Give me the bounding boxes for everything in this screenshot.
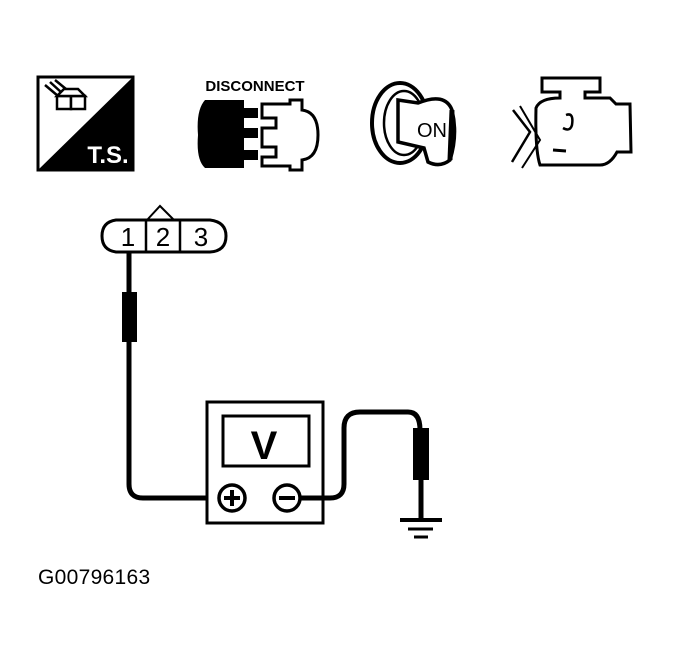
connector-pin-3: 3	[194, 222, 208, 252]
connector-pin-2: 2	[156, 222, 170, 252]
connector: 1 2 3	[100, 204, 228, 254]
svg-text:DISCONNECT: DISCONNECT	[205, 78, 304, 95]
figure-code: G00796163	[38, 566, 151, 589]
positive-test-lead	[122, 252, 222, 501]
ground-icon	[400, 518, 442, 539]
negative-test-lead	[300, 409, 429, 520]
meter-display: V	[251, 424, 278, 468]
svg-text:T.S.: T.S.	[87, 142, 128, 169]
voltmeter: V	[205, 400, 325, 525]
ignition-key-icon: ON	[370, 81, 457, 167]
engine-icon	[510, 76, 633, 169]
disconnect-icon: DISCONNECT	[197, 78, 320, 172]
svg-text:ON: ON	[417, 120, 447, 142]
troubleshooting-icon: T.S.	[36, 75, 135, 172]
connector-pin-1: 1	[121, 222, 135, 252]
